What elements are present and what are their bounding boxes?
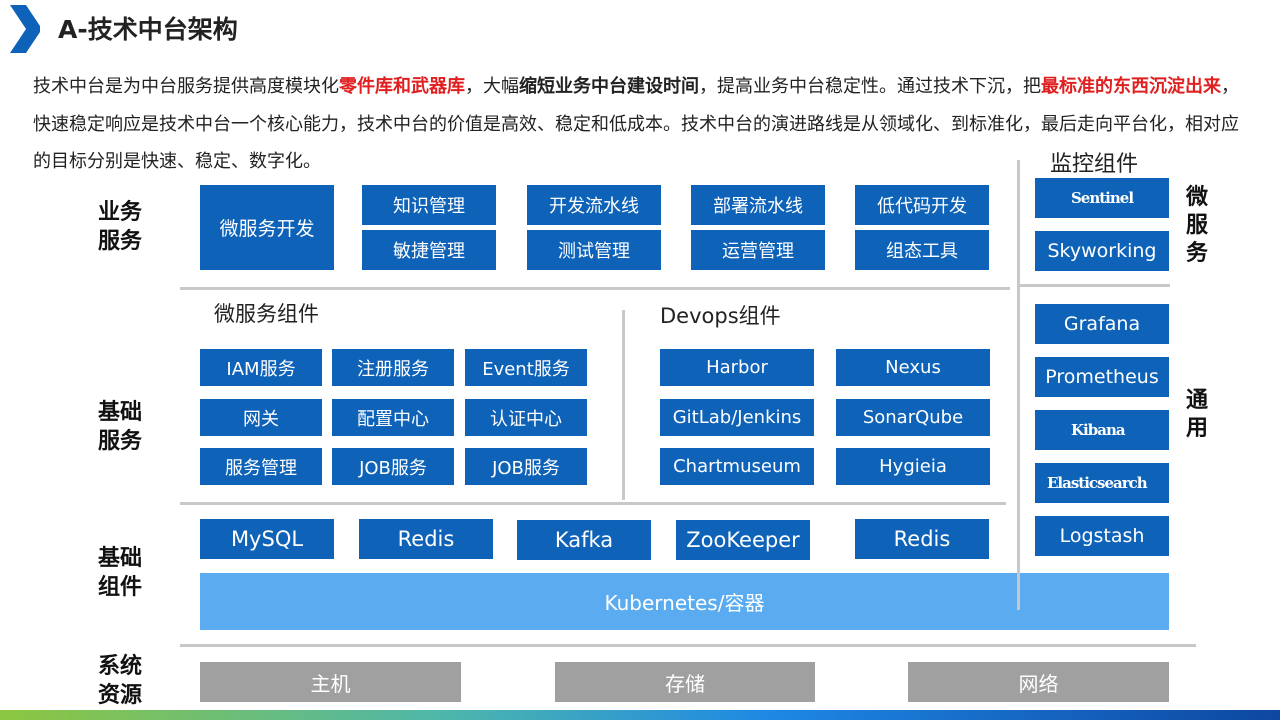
monitor-general-item: Kibana — [1035, 410, 1169, 450]
business-item: 测试管理 — [527, 230, 661, 270]
devops-section-title: Devops组件 — [660, 304, 781, 328]
divider-line — [622, 310, 625, 500]
chevron-icon — [10, 5, 40, 53]
layer-label-system: 系统 资源 — [98, 652, 142, 710]
devops-item: Harbor — [660, 349, 814, 386]
component-item: Kafka — [517, 520, 651, 560]
microservice-item: 服务管理 — [200, 448, 322, 485]
business-item: 运营管理 — [691, 230, 825, 270]
monitor-general-item: Grafana — [1035, 304, 1169, 344]
business-item: 低代码开发 — [855, 185, 989, 225]
microservice-item: 配置中心 — [332, 399, 454, 436]
monitor-micro-item: Sentinel — [1035, 178, 1169, 218]
intro-text-1: 技术中台是为中台服务提供高度模块化 — [33, 76, 339, 97]
divider-line — [1017, 160, 1020, 610]
footer-gradient-bar — [0, 710, 1280, 720]
devops-item: Nexus — [836, 349, 990, 386]
layer-label-line: 服务 — [98, 429, 143, 454]
divider-line — [180, 644, 1196, 647]
monitor-micro-label: 微 服 务 — [1186, 184, 1212, 268]
layer-label-line: 系统 — [98, 654, 143, 679]
layer-label-basic-component: 基础 组件 — [98, 544, 142, 602]
component-item: Redis — [855, 519, 989, 559]
vertical-label-char: 用 — [1186, 416, 1209, 441]
layer-label-line: 资源 — [98, 683, 143, 708]
monitor-general-label: 通 用 — [1186, 387, 1212, 443]
microservice-item: IAM服务 — [200, 349, 322, 386]
devops-item: GitLab/Jenkins — [660, 399, 814, 436]
monitor-general-item: Logstash — [1035, 516, 1169, 556]
monitor-section-title: 监控组件 — [1050, 152, 1139, 177]
devops-item: SonarQube — [836, 399, 990, 436]
intro-paragraph: 技术中台是为中台服务提供高度模块化零件库和武器库，大幅缩短业务中台建设时间，提高… — [33, 68, 1248, 181]
intro-text-4: ，快速稳定响应是技术中台一个核心能力，技术中台的价值是高效、稳定和低成本。技术中… — [33, 76, 1239, 172]
layer-label-line: 组件 — [98, 575, 143, 600]
microservice-item: 网关 — [200, 399, 322, 436]
intro-highlight-1: 零件库和武器库 — [339, 76, 465, 97]
kubernetes-platform-bar: Kubernetes/容器 — [200, 573, 1169, 630]
intro-text-2: ，大幅 — [465, 76, 519, 97]
microservice-item: Event服务 — [465, 349, 587, 386]
microservice-section-title: 微服务组件 — [214, 302, 319, 326]
monitor-general-item: Elasticsearch — [1035, 463, 1169, 503]
devops-item: Chartmuseum — [660, 448, 814, 485]
monitor-micro-item: Skyworking — [1035, 231, 1169, 271]
system-resource-item: 存储 — [555, 662, 815, 702]
system-resource-item: 主机 — [200, 662, 461, 702]
component-item: MySQL — [200, 519, 334, 559]
layer-label-line: 服务 — [98, 229, 143, 254]
layer-label-line: 基础 — [98, 546, 143, 571]
component-item: Redis — [359, 519, 493, 559]
monitor-general-item: Prometheus — [1035, 357, 1169, 397]
vertical-label-char: 通 — [1186, 388, 1209, 413]
intro-highlight-2: 最标准的东西沉淀出来 — [1041, 76, 1221, 97]
intro-text-3: ，提高业务中台稳定性。通过技术下沉，把 — [699, 76, 1041, 97]
microservice-item: 认证中心 — [465, 399, 587, 436]
page-title: A-技术中台架构 — [58, 15, 238, 44]
layer-label-business: 业务 服务 — [98, 198, 142, 256]
microservice-item: JOB服务 — [465, 448, 587, 485]
divider-line — [180, 502, 1006, 505]
vertical-label-char: 微 — [1186, 185, 1209, 210]
system-resource-item: 网络 — [908, 662, 1169, 702]
microservice-item: 注册服务 — [332, 349, 454, 386]
vertical-label-char: 服 — [1186, 213, 1209, 238]
layer-label-basic-service: 基础 服务 — [98, 398, 142, 456]
business-item: 敏捷管理 — [362, 230, 496, 270]
component-item: ZooKeeper — [676, 520, 810, 560]
business-item: 组态工具 — [855, 230, 989, 270]
devops-item: Hygieia — [836, 448, 990, 485]
intro-bold-1: 缩短业务中台建设时间 — [519, 76, 699, 97]
divider-line — [180, 287, 1010, 290]
layer-label-line: 基础 — [98, 400, 143, 425]
business-item: 知识管理 — [362, 185, 496, 225]
business-main-box: 微服务开发 — [200, 185, 334, 270]
microservice-item: JOB服务 — [332, 448, 454, 485]
business-item: 部署流水线 — [691, 185, 825, 225]
divider-line — [1020, 284, 1170, 287]
business-item: 开发流水线 — [527, 185, 661, 225]
vertical-label-char: 务 — [1186, 241, 1209, 266]
layer-label-line: 业务 — [98, 200, 143, 225]
